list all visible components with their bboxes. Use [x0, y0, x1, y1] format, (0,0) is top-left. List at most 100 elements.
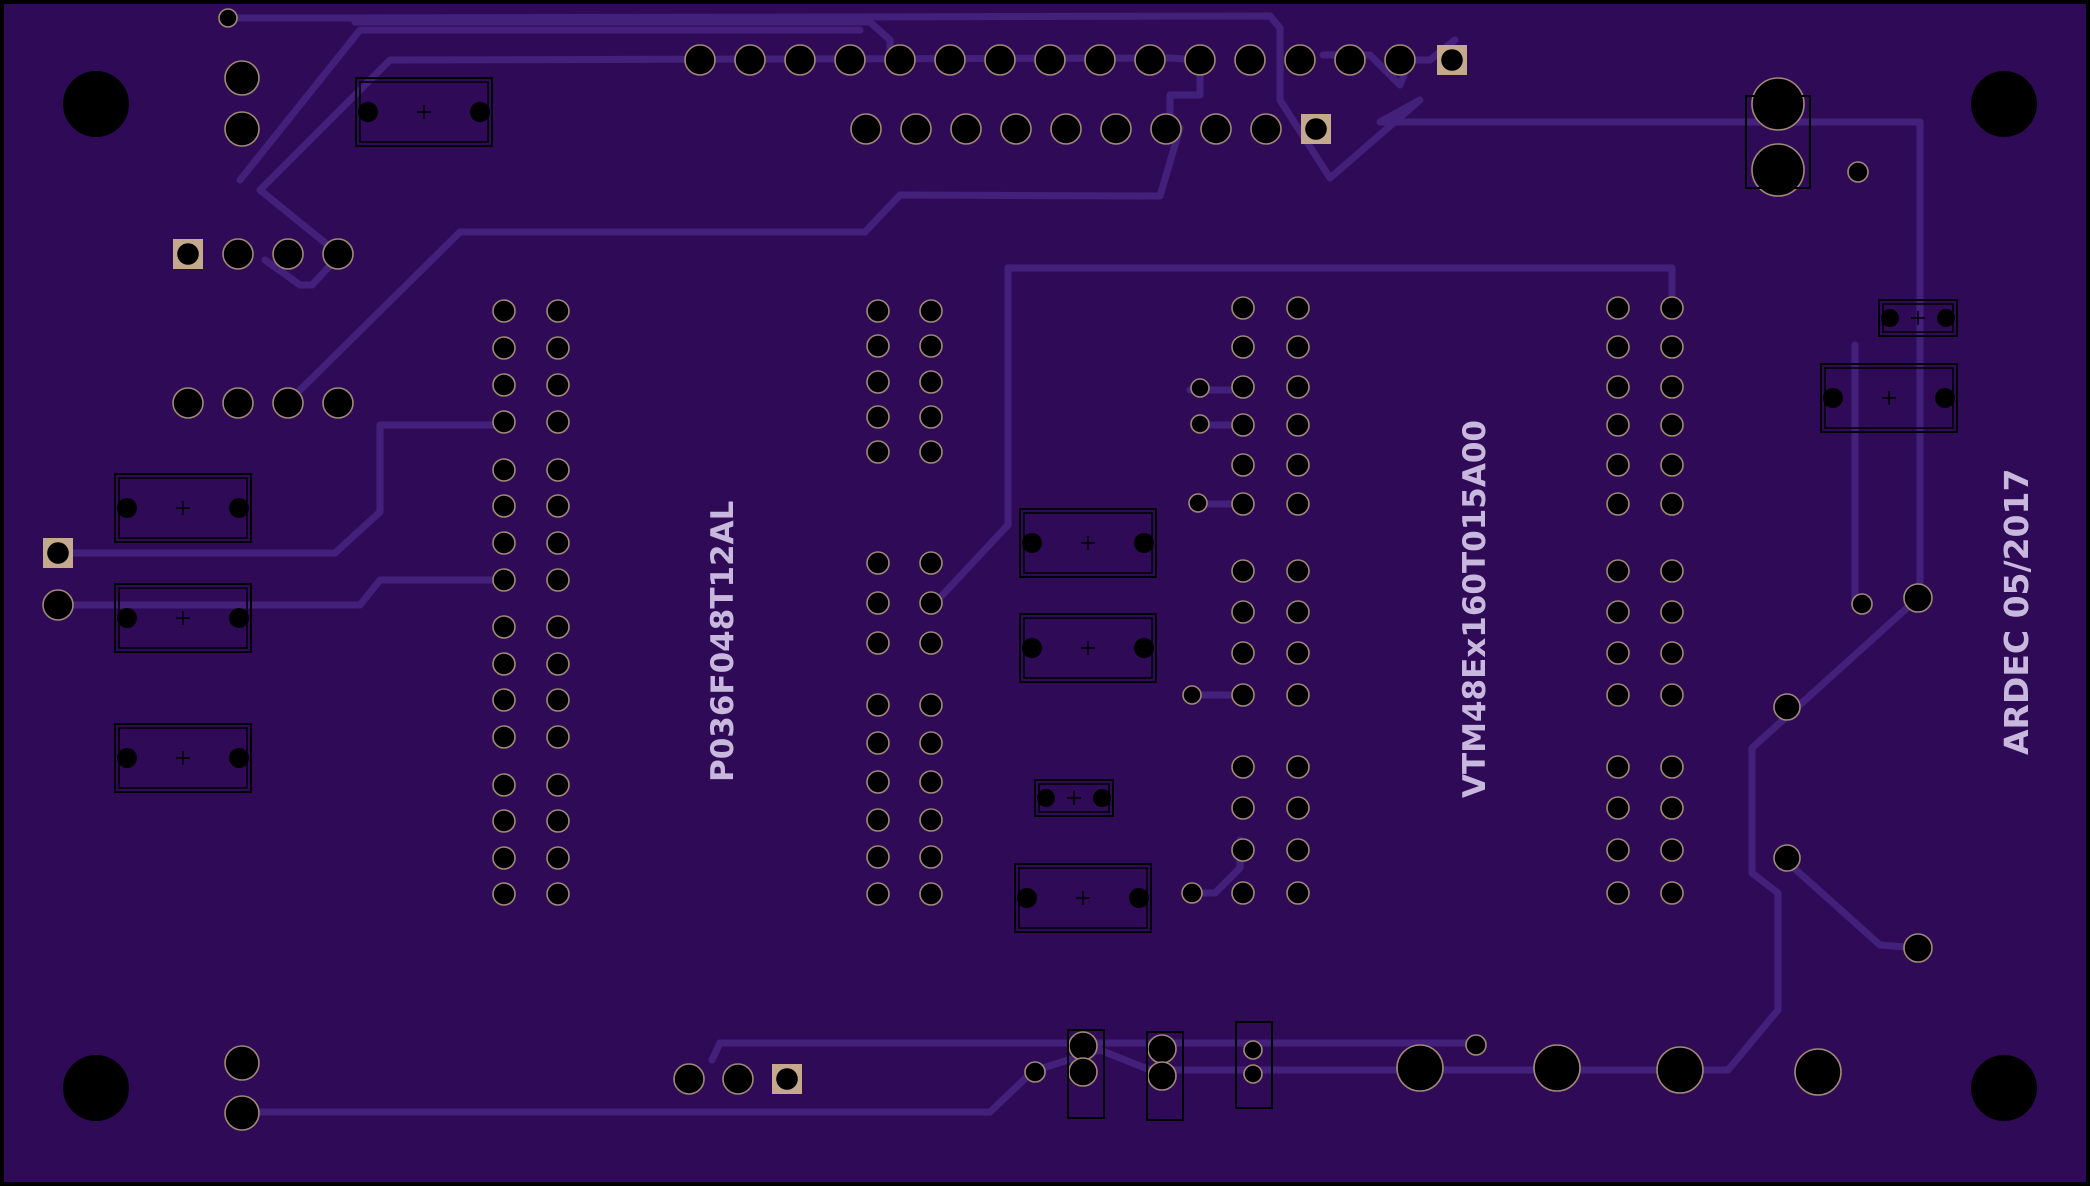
mounting-hole-icon: [63, 1055, 129, 1121]
pad: [492, 725, 516, 749]
pad: [546, 494, 570, 518]
pad: [1606, 755, 1630, 779]
pad: [1231, 453, 1255, 477]
pad: [866, 370, 890, 394]
component-outline: [355, 77, 493, 147]
pad: [218, 8, 238, 28]
pad: [1231, 335, 1255, 359]
smd-components: [114, 77, 1958, 1121]
component-outline: [114, 723, 252, 793]
component-pad: [117, 748, 137, 768]
trace: [1004, 264, 1676, 309]
pad: [1084, 44, 1116, 76]
pad: [919, 440, 943, 464]
pad: [1286, 641, 1310, 665]
connector-outline: [1745, 95, 1811, 189]
pad: [1231, 755, 1255, 779]
pad: [1286, 559, 1310, 583]
pad: [177, 243, 199, 265]
component-pad: [1823, 388, 1843, 408]
pad: [1660, 683, 1684, 707]
smd-component-icon: [1014, 863, 1152, 933]
pad: [492, 882, 516, 906]
smd-component-icon: [1019, 613, 1157, 683]
pad: [1396, 1044, 1444, 1092]
trace: [54, 421, 509, 557]
pad: [1606, 375, 1630, 399]
component-pad: [1017, 888, 1037, 908]
pad: [1533, 1044, 1581, 1092]
trace: [286, 124, 1184, 404]
mounting-hole-icon: [1971, 71, 2037, 137]
pad: [1231, 296, 1255, 320]
pad: [1286, 755, 1310, 779]
pad: [722, 1063, 754, 1095]
pad: [222, 238, 254, 270]
pad: [1773, 693, 1801, 721]
pad: [1286, 375, 1310, 399]
pad: [1190, 378, 1210, 398]
pad: [1851, 593, 1873, 615]
pad: [1660, 796, 1684, 820]
pad: [673, 1063, 705, 1095]
pad: [492, 773, 516, 797]
pad: [919, 591, 943, 615]
pad: [172, 387, 204, 419]
pad: [866, 693, 890, 717]
pad: [1660, 453, 1684, 477]
pad: [1660, 838, 1684, 862]
pad: [1231, 881, 1255, 905]
component-pad: [1937, 309, 1955, 327]
pad: [222, 387, 254, 419]
pad: [1305, 118, 1327, 140]
component-outline: [1019, 613, 1157, 683]
component-pad: [117, 608, 137, 628]
pad: [1231, 796, 1255, 820]
pad: [1606, 413, 1630, 437]
pad: [776, 1068, 798, 1090]
trace: [708, 1039, 1474, 1064]
component-outline: [1034, 779, 1114, 817]
component-outline: [114, 473, 252, 543]
pad: [322, 387, 354, 419]
pad: [1465, 1034, 1487, 1056]
pad: [1181, 882, 1203, 904]
component-pad: [1935, 388, 1955, 408]
pad: [1286, 881, 1310, 905]
pad: [1441, 49, 1463, 71]
pad: [1656, 1046, 1704, 1094]
pad: [492, 688, 516, 712]
pad: [1231, 413, 1255, 437]
pad: [919, 882, 943, 906]
pad: [1100, 113, 1132, 145]
pad: [1794, 1048, 1842, 1096]
component-pad: [470, 102, 490, 122]
pad: [919, 808, 943, 832]
trace: [54, 576, 509, 609]
trace: [931, 264, 1012, 607]
pad: [1243, 1040, 1263, 1060]
pad: [546, 652, 570, 676]
display-part-left-label: P036F048T12AL: [705, 501, 741, 782]
pad: [1606, 796, 1630, 820]
pad: [1050, 113, 1082, 145]
pad: [272, 387, 304, 419]
pad: [1660, 413, 1684, 437]
component-outline: [1014, 863, 1152, 933]
pad: [919, 551, 943, 575]
pad: [1384, 44, 1416, 76]
pad: [1606, 600, 1630, 624]
pad: [492, 494, 516, 518]
pad: [984, 44, 1016, 76]
connector-outline: [1146, 1031, 1184, 1121]
pad: [1231, 641, 1255, 665]
pad: [322, 238, 354, 270]
pad: [1903, 933, 1933, 963]
pad: [1286, 796, 1310, 820]
pad: [1606, 296, 1630, 320]
pad: [492, 531, 516, 555]
pad: [734, 44, 766, 76]
pad: [1286, 492, 1310, 516]
component-pad: [229, 608, 249, 628]
